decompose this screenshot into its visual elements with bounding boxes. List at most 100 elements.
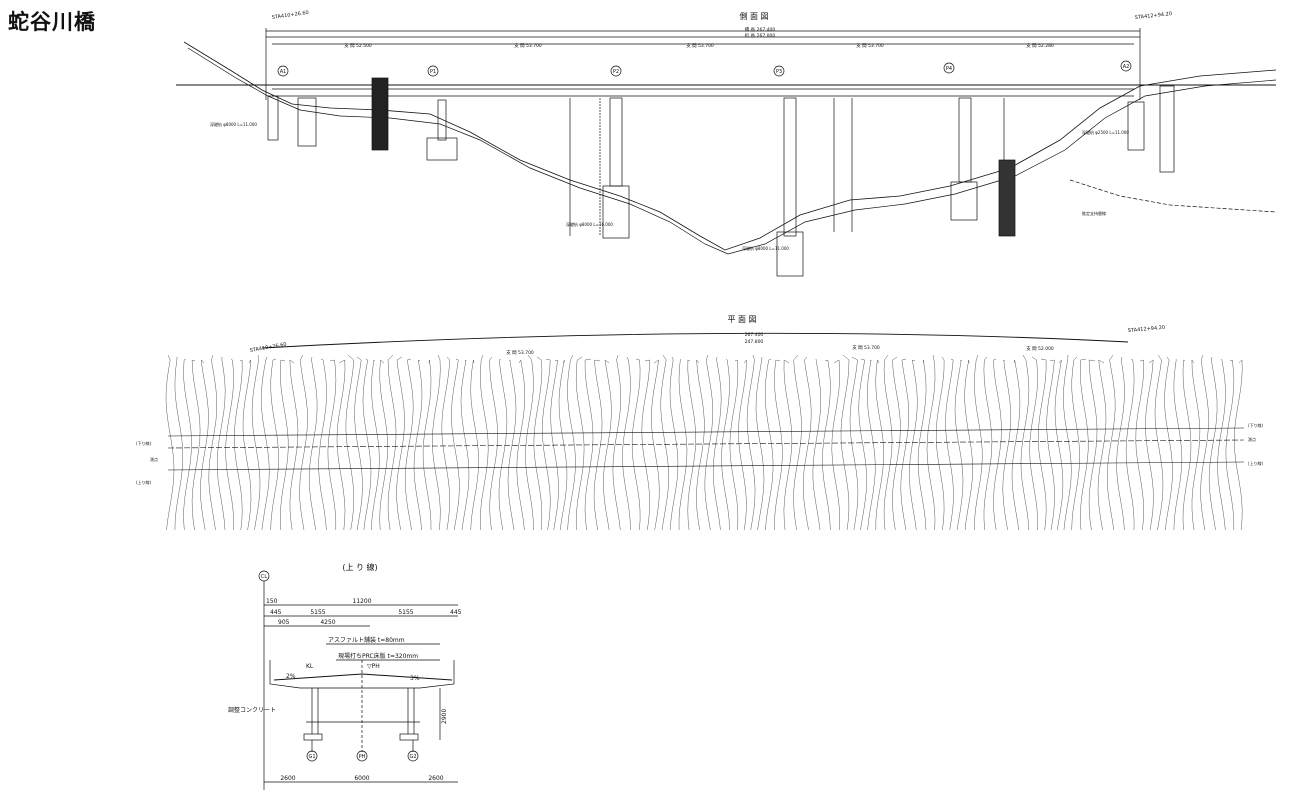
contour-line (746, 354, 756, 531)
contour-line (1071, 356, 1080, 531)
contour-line (270, 358, 279, 531)
side-span-1: 支 間 52.500 (344, 42, 372, 49)
slope-right: 3% (410, 675, 420, 682)
contour-line (191, 359, 201, 531)
contour-line (858, 358, 867, 531)
contour-line (451, 358, 460, 531)
contour-line (362, 358, 372, 531)
contour-line (803, 356, 812, 531)
dim-bottom-2: 6000 (354, 775, 369, 782)
contour-line (1182, 359, 1192, 531)
plan-right-label-1: (下り線) (1248, 422, 1264, 428)
plan-right-label-2: 測点 (1248, 436, 1256, 442)
contour-line (1135, 359, 1144, 531)
contour-line (765, 358, 774, 531)
plan-sta-right: STA412+94.20 (1128, 325, 1166, 334)
contour-line (507, 359, 517, 531)
contour-line (632, 358, 641, 531)
contour-line (660, 354, 669, 531)
plan-right-label-3: (上り線) (1248, 460, 1264, 466)
contour-line (525, 354, 534, 531)
bridge-title: 蛇谷川橋 (8, 10, 96, 34)
side-span-3: 支 間 53.700 (686, 42, 714, 49)
contour-line (1080, 358, 1089, 531)
contour-line (489, 356, 498, 531)
contour-line (883, 354, 893, 531)
contour-line (225, 358, 234, 531)
height-label: 2900 (441, 709, 448, 724)
plan-girder-length: 247.800 (745, 339, 764, 345)
contour-line (345, 354, 354, 531)
contour-line (289, 359, 299, 531)
contour-line (1154, 354, 1164, 531)
pile-note-a2: 深礎杭 φ2500 L=11.000 (1082, 129, 1129, 135)
contour-line (612, 354, 621, 531)
contour-line (1225, 359, 1235, 530)
contour-line (1063, 354, 1072, 531)
contour-line (678, 358, 688, 531)
contour-line (1191, 359, 1201, 531)
contour-line (576, 356, 585, 531)
note-slab: 現場打ちPRC床版 t=320mm (338, 652, 418, 660)
contour-line (713, 356, 722, 531)
contour-line (822, 359, 831, 531)
contour-line (1088, 359, 1098, 531)
section-heading: (上 り 線) (342, 562, 377, 572)
plan-left-label-2: 測点 (150, 456, 158, 462)
contour-line (917, 359, 927, 531)
contour-line (1145, 359, 1154, 531)
contour-line (1029, 356, 1038, 531)
contour-line (793, 354, 802, 531)
cl-label: CL (261, 574, 267, 580)
contour-line (945, 358, 954, 531)
ph-label: ▽PH (367, 663, 380, 670)
plan-total-length: 267.400 (745, 332, 764, 338)
contour-line (1054, 359, 1064, 531)
contour-line (379, 359, 388, 531)
contour-line (892, 356, 901, 531)
contour-line (533, 356, 543, 531)
contour-line (1046, 359, 1055, 531)
contour-line (558, 359, 568, 531)
contour-line (542, 358, 551, 531)
contour-line (550, 359, 559, 531)
dim-row2-3: 5155 (398, 609, 413, 616)
contour-line (1038, 358, 1047, 531)
contour-line (704, 354, 713, 531)
contour-line (371, 359, 380, 531)
contour-line (516, 359, 525, 531)
contour-line (622, 356, 631, 531)
contour-line (396, 356, 405, 531)
contour-line (460, 359, 470, 531)
plan-view-heading: 平 面 図 (727, 315, 756, 324)
dim-top-1: 150 (266, 598, 278, 605)
contour-line (983, 356, 993, 531)
contour-line (299, 354, 308, 531)
contour-line (993, 358, 1002, 531)
contour-line (354, 356, 363, 531)
slope-left: 2% (286, 673, 296, 680)
side-sta-right: STA412+94.20 (1135, 11, 1173, 21)
contour-line (261, 356, 270, 531)
contour-line (208, 354, 217, 531)
contour-line (470, 359, 479, 531)
contour-line (387, 354, 397, 531)
girder-ph: PH (359, 754, 366, 760)
contour-line (217, 356, 226, 531)
contour-line (1173, 358, 1183, 531)
side-sta-left: STA410+26.60 (271, 10, 309, 21)
plan-span-2: 支 間 53.700 (852, 344, 880, 351)
support-a2: A2 (1123, 64, 1130, 70)
girder-g2: G2 (409, 754, 416, 760)
leveling-label: 調整コンクリート (228, 706, 276, 714)
side-view-heading: 側 面 図 (739, 11, 768, 21)
note-asphalt: アスファルト舗装 t=80mm (328, 636, 405, 644)
dim-row2-1: 445 (270, 609, 282, 616)
contour-line (687, 359, 696, 531)
contour-line (831, 359, 840, 531)
contour-line (909, 359, 918, 531)
contour-line (593, 359, 603, 531)
contour-line (432, 354, 441, 531)
plan-span-3: 支 間 52.000 (1026, 345, 1054, 352)
